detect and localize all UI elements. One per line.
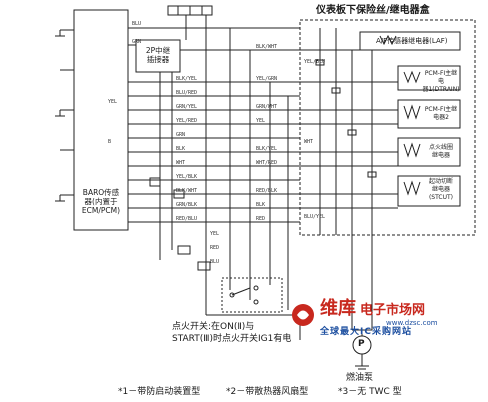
barg-sensor-label: BARO传感 器(内置于 ECM/PCM)	[81, 188, 121, 215]
watermark-logo-icon	[292, 304, 314, 326]
relay-2p-label: 2P中继 插接器	[145, 46, 171, 64]
wire-label: BLU/RED	[176, 90, 198, 96]
wire-label: YEL	[108, 99, 118, 105]
footnote-3: *3－无 TWC 型	[338, 387, 402, 397]
fuse-box-title: 仪表板下保险丝/继电器盒	[316, 5, 430, 16]
wire-label: BLK/YEL	[176, 76, 198, 82]
wire-label: GRN/BLK	[176, 202, 198, 208]
wire-label: BLU/YEL	[304, 214, 326, 220]
watermark-slogan: 全球最大IC采购网站	[320, 327, 412, 337]
wire-label: BLK	[176, 146, 186, 152]
wire-label: BLK/YEL	[256, 146, 278, 152]
watermark-brand-tail: 电子市场网	[360, 303, 426, 318]
wire-label: RED/BLU	[176, 216, 198, 222]
ignition-switch-note: 点火开关:在ON(Ⅱ)与 START(Ⅲ)时点火开关IG1有电	[172, 322, 292, 344]
wire-label: GRN/YEL	[176, 104, 198, 110]
wire-label: GRN/WHT	[256, 104, 278, 110]
ecm-box	[73, 9, 129, 231]
watermark: 维库 电子市场网 www.dzsc.com 全球最大IC采购网站	[290, 298, 480, 340]
ignition-relay-label: 点火线圈 继电器	[428, 144, 453, 159]
relay-2p-box	[135, 39, 181, 73]
fuel-pump-label: 燃油泵	[346, 373, 374, 383]
wire-label: BLK	[256, 202, 266, 208]
wire-label: RED	[210, 245, 220, 251]
fuse-box-frame	[299, 19, 476, 236]
fuel-pump-symbol: P	[358, 339, 365, 349]
wire-label: BLK/WHT	[176, 188, 198, 194]
footnote-2: *2－带散热器风扇型	[226, 387, 309, 397]
wire-label: YEL	[256, 118, 266, 124]
wire-label: RED	[256, 216, 266, 222]
ignition-switch-box	[221, 277, 283, 313]
wire-label: BLU	[210, 259, 220, 265]
wire-label: YEL	[210, 231, 220, 237]
wire-label: YEL/BLK	[176, 174, 198, 180]
wire-label: WHT/RED	[256, 160, 278, 166]
pcm-fi-relay-label: PCM-FI主继电 器1(DTRAIN)	[422, 70, 460, 93]
wire-label: RED/BLK	[256, 188, 278, 194]
wire-label: YEL/RED	[176, 118, 198, 124]
wire-label: BLK/WHT	[256, 44, 278, 50]
wire-label: WHT	[304, 139, 314, 145]
wire-label: B	[108, 139, 112, 145]
watermark-brand-cn: 维库	[320, 298, 356, 319]
pcm-fi-relay2-box	[397, 99, 461, 129]
wire-label: YEL/GRN	[256, 76, 278, 82]
wire-label: GRN	[132, 39, 142, 45]
starter-relay-label: 起动切断 继电器 (STCUT)	[428, 178, 454, 201]
wire-label: WHT	[176, 160, 186, 166]
watermark-url: www.dzsc.com	[386, 319, 438, 327]
pcm-fi-relay2-label: PCM-FI主继 电器2	[424, 106, 458, 121]
wire-label: BLU	[132, 21, 142, 27]
starter-relay-box	[397, 175, 461, 207]
pcm-fi-relay-box	[397, 65, 461, 91]
wire-label: GRN	[176, 132, 186, 138]
af-relay-box	[359, 31, 461, 51]
af-relay-label: A/F传感器继电器(LAF)	[376, 37, 448, 45]
footnote-1: *1－带防启动装置型	[118, 387, 201, 397]
wire-label: YEL/BLU	[304, 59, 326, 65]
